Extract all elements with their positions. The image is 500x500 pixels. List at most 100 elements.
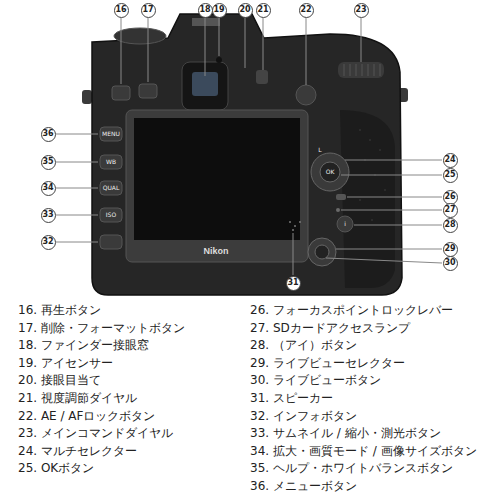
camera-part <box>56 215 98 216</box>
callout-number: 23 <box>355 6 366 14</box>
part-name: 17. 削除・フォーマットボタン <box>18 322 185 336</box>
button-label: MENU <box>102 131 120 138</box>
camera-part <box>341 210 442 211</box>
callout-circle: 21 <box>256 3 271 18</box>
callout-circle: 23 <box>354 3 369 18</box>
camera-part <box>336 194 346 200</box>
callout-circle: 36 <box>41 127 56 142</box>
callout-circle: 35 <box>41 155 56 170</box>
camera-part <box>340 110 395 288</box>
camera-part <box>56 188 98 189</box>
camera-part <box>299 221 301 223</box>
camera-part <box>347 197 442 198</box>
part-name: 36. メニューボタン <box>250 480 357 494</box>
callout-number: 36 <box>42 130 53 138</box>
part-name: 32. インフォボタン <box>250 410 357 424</box>
part-name: 25. OKボタン <box>18 462 94 476</box>
camera-part <box>112 86 130 100</box>
camera-part <box>100 127 122 249</box>
part-name: 27. SDカードアクセスランプ <box>250 322 410 336</box>
button-label: ISO <box>106 212 116 219</box>
button-label: OK <box>326 169 335 176</box>
camera-part <box>100 155 122 169</box>
part-name: 24. マルチセレクター <box>18 445 137 459</box>
callout-circle: 27 <box>443 203 458 218</box>
camera-part <box>289 221 291 223</box>
camera-part <box>126 110 308 262</box>
part-name: 16. 再生ボタン <box>18 304 101 318</box>
part-name: 28. （アイ）ボタン <box>250 339 357 353</box>
callout-circle: 25 <box>443 168 458 183</box>
callout-number: 17 <box>142 6 153 14</box>
brand-logo: Nikon <box>203 246 228 256</box>
callout-number: 16 <box>115 6 126 14</box>
button-label: i <box>344 221 346 228</box>
camera-part <box>315 245 329 259</box>
camera-part <box>263 18 264 70</box>
callout-circle: 34 <box>41 181 56 196</box>
camera-part <box>294 225 296 227</box>
camera-part <box>134 118 300 240</box>
callout-number: 34 <box>42 184 53 192</box>
camera-part <box>359 129 361 131</box>
camera-part <box>326 258 442 263</box>
callout-number: 30 <box>444 259 455 267</box>
camera-part <box>337 216 353 232</box>
camera-part <box>380 64 381 76</box>
camera-part <box>371 219 373 221</box>
part-name: 35. ヘルプ・ホワイトバランスボタン <box>250 462 453 476</box>
camera-part <box>354 225 442 226</box>
callout-number: 27 <box>444 206 455 214</box>
callout-number: 21 <box>257 6 268 14</box>
camera-part <box>205 18 206 76</box>
part-name: 20. 接眼目当て <box>18 374 101 388</box>
camera-part <box>338 62 384 78</box>
callout-circle: 16 <box>114 3 129 18</box>
camera-part <box>356 64 357 76</box>
camera-part <box>100 208 122 222</box>
callout-circle: 30 <box>443 256 458 271</box>
camera-part <box>350 64 351 76</box>
callout-circle: 22 <box>299 3 314 18</box>
camera-part <box>219 18 220 56</box>
part-name: 31. スピーカー <box>250 392 333 406</box>
part-name: 18. ファインダー接眼窓 <box>18 339 149 353</box>
camera-part <box>100 235 122 249</box>
button-label: L <box>318 147 321 154</box>
callout-number: 26 <box>444 193 455 201</box>
camera-part <box>139 84 157 98</box>
camera-part <box>56 18 442 275</box>
part-name: 30. ライブビューボタン <box>250 374 381 388</box>
camera-part <box>368 64 369 76</box>
callout-number: 20 <box>239 6 250 14</box>
camera-part <box>289 221 301 231</box>
camera-part <box>148 18 149 82</box>
camera-part <box>216 57 222 63</box>
camera-part <box>293 233 294 275</box>
part-name: 22. AE / AFロックボタン <box>18 410 155 424</box>
callout-circle: 17 <box>141 3 156 18</box>
part-name: 21. 視度調節ダイヤル <box>18 392 137 406</box>
callout-circle: 18 <box>198 3 213 18</box>
camera-part <box>344 64 345 76</box>
camera-part <box>359 199 361 201</box>
part-name: 33. サムネイル / 縮小・測光ボタン <box>250 427 441 441</box>
camera-part <box>100 127 122 141</box>
button-label: QUAL <box>103 185 120 192</box>
camera-part <box>245 18 246 68</box>
camera-part <box>56 134 98 135</box>
camera-part <box>82 90 92 104</box>
callout-number: 25 <box>444 171 455 179</box>
callout-circle: 32 <box>41 235 56 250</box>
callout-number: 33 <box>42 211 53 219</box>
camera-part <box>336 249 442 250</box>
callout-circle: 24 <box>443 153 458 168</box>
camera-part <box>114 28 166 44</box>
camera-part <box>345 160 442 161</box>
callout-number: 35 <box>42 158 53 166</box>
camera-part <box>192 18 220 26</box>
callout-circle: 28 <box>443 218 458 233</box>
camera-part <box>344 64 380 76</box>
camera-part <box>121 18 122 84</box>
